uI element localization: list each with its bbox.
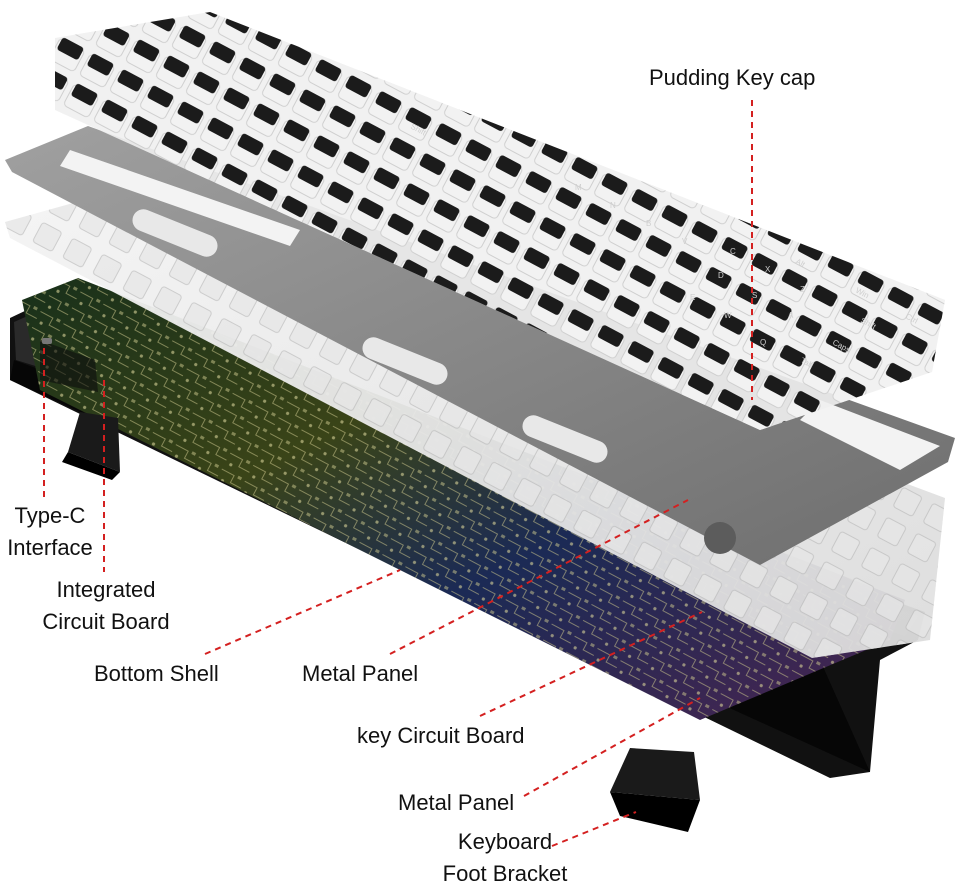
label-text: Circuit Board — [42, 609, 170, 634]
label-text: Type-C — [14, 503, 86, 528]
leader-bottom-shell — [204, 569, 401, 655]
key-legend: Q — [760, 338, 766, 347]
leader-metal-panel-top — [389, 499, 689, 655]
label-bottom-shell: Bottom Shell — [94, 658, 219, 690]
label-metal-panel-bottom: Metal Panel — [398, 787, 514, 819]
label-integrated-circuit-board: Integrated Circuit Board — [36, 574, 176, 638]
label-text: Metal Panel — [302, 661, 419, 686]
key-legend: S — [752, 291, 757, 300]
leader-key-circuit-board — [479, 611, 703, 717]
integrated-circuit-board — [22, 278, 905, 720]
leader-metal-panel-bottom — [523, 697, 701, 797]
key-legend: W — [724, 311, 732, 320]
type-c-port — [42, 338, 52, 344]
key-legend: C — [730, 247, 736, 256]
metal-panel-plate — [5, 126, 955, 565]
key-legend: Z — [800, 285, 805, 294]
key-legend: M — [575, 183, 582, 192]
label-keyboard-foot-bracket: Keyboard Foot Bracket — [430, 826, 580, 890]
label-metal-panel-top: Metal Panel — [302, 658, 418, 690]
label-text: Foot Bracket — [442, 861, 568, 886]
keyboard-foot-left — [62, 412, 120, 480]
label-key-circuit-board: key Circuit Board — [357, 720, 525, 752]
key-legend: V — [682, 237, 688, 246]
pudding-keycaps — [55, 12, 945, 430]
label-text: key Circuit Board — [357, 723, 525, 748]
key-legend: A — [788, 311, 794, 320]
label-text: Bottom Shell — [94, 661, 219, 686]
label-type-c-interface: Type-C Interface — [0, 500, 100, 564]
label-text: Keyboard — [457, 829, 553, 854]
leader-lines — [43, 100, 753, 847]
key-legend: N — [610, 201, 616, 210]
key-legend: X — [765, 265, 771, 274]
keyboard-foot-right — [610, 748, 700, 832]
label-pudding-key-cap: Pudding Key cap — [649, 62, 815, 94]
key-legend: D — [718, 271, 724, 280]
label-text: Metal Panel — [398, 790, 515, 815]
key-legend: E — [690, 293, 695, 302]
label-text: Integrated — [56, 577, 156, 602]
key-legend: B — [646, 219, 651, 228]
leader-foot-bracket — [551, 811, 637, 847]
label-text: Interface — [7, 535, 93, 560]
label-text: Pudding Key cap — [649, 65, 816, 90]
